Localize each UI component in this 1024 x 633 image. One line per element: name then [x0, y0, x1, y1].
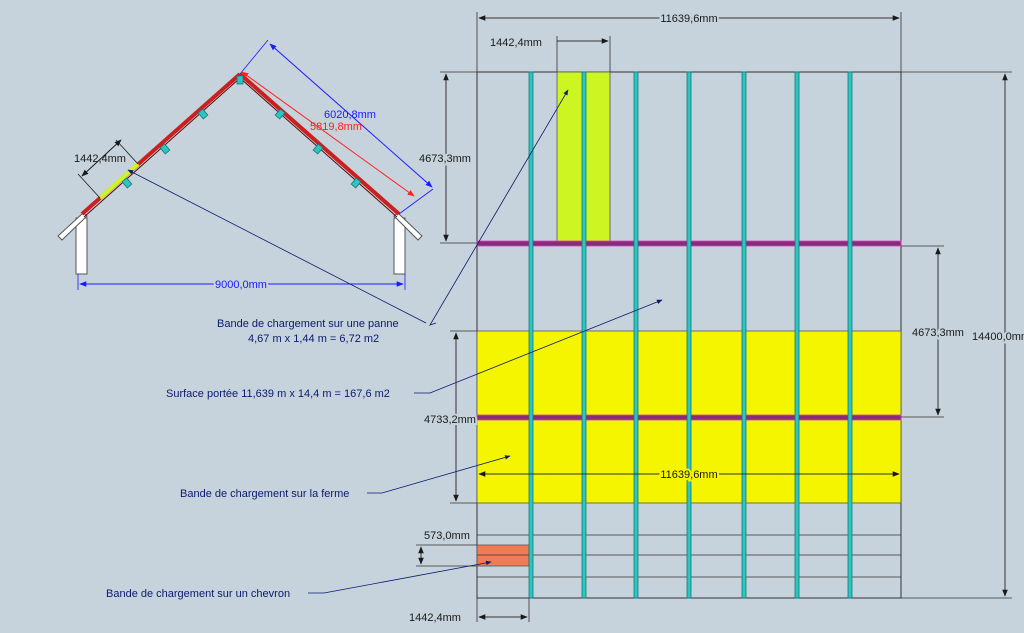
- right-eave: [393, 212, 423, 241]
- rafter-plan: [686, 71, 692, 599]
- panne-section-leader: [127, 169, 427, 324]
- span-dimension: 9000,0mm: [215, 279, 267, 291]
- rafter-plan: [741, 71, 747, 599]
- left-wall: [75, 217, 88, 275]
- bottom-width-dimension: 1442,4mm: [409, 612, 461, 624]
- chevron-leader: [308, 560, 492, 594]
- chevron-annotation: Bande de chargement sur un chevron: [106, 588, 290, 600]
- right-wall: [393, 217, 406, 275]
- truss-band-width-dimension: 11639,6mm: [660, 469, 717, 481]
- purlin-spacing-dimension: 1442,4mm: [74, 153, 126, 165]
- rafter-band-height-dimension: 573,0mm: [424, 530, 470, 542]
- purlin-spacing-dimension-line: [81, 139, 122, 177]
- rafter-inner-dimension: 5819,8mm: [310, 121, 362, 133]
- rafter-plan: [581, 71, 587, 599]
- purlin-section: [121, 177, 133, 189]
- panne-leader: [429, 89, 569, 326]
- purlin-section: [236, 75, 244, 85]
- surface-leader: [414, 299, 663, 394]
- rafter-plan: [794, 71, 800, 599]
- purlin-section: [159, 143, 171, 155]
- panne-annotation-line1: Bande de chargement sur une panne: [217, 318, 399, 330]
- truss-band-height-dimension: 4733,2mm: [424, 414, 476, 426]
- rafter-plan: [633, 71, 639, 599]
- rafter-outer-dimension: 6020,8mm: [324, 109, 376, 121]
- purlin-section: [197, 108, 209, 120]
- rafter-inner-dimension-line: [241, 71, 415, 197]
- right-height-dimension: 4673,3mm: [912, 327, 964, 339]
- left-eave: [57, 212, 88, 241]
- right-rafter: [238, 72, 401, 216]
- truss-section: 9000,0mm 6020,8mm 5819,8mm 1442,4mm: [57, 39, 434, 293]
- ferme-annotation: Bande de chargement sur la ferme: [180, 488, 349, 500]
- rafter-plan: [847, 71, 853, 599]
- roof-plan: 11639,6mm 1442,4mm 4673,3mm 4673,3mm 144…: [409, 11, 1024, 624]
- ferme-leader: [367, 455, 511, 494]
- rafter-plan: [528, 71, 534, 599]
- panne-annotation-line2: 4,67 m x 1,44 m = 6,72 m2: [248, 333, 379, 345]
- surface-annotation: Surface portée 11,639 m x 14,4 m = 167,6…: [166, 388, 390, 400]
- band-width-dimension: 1442,4mm: [490, 37, 542, 49]
- purlin-load-band-section: [98, 162, 140, 200]
- annotations: Bande de chargement sur une panne 4,67 m…: [106, 89, 663, 600]
- total-width-dimension: 11639,6mm: [660, 13, 717, 25]
- upper-height-dimension: 4673,3mm: [419, 153, 471, 165]
- total-height-dimension: 14400,0mm: [972, 331, 1024, 343]
